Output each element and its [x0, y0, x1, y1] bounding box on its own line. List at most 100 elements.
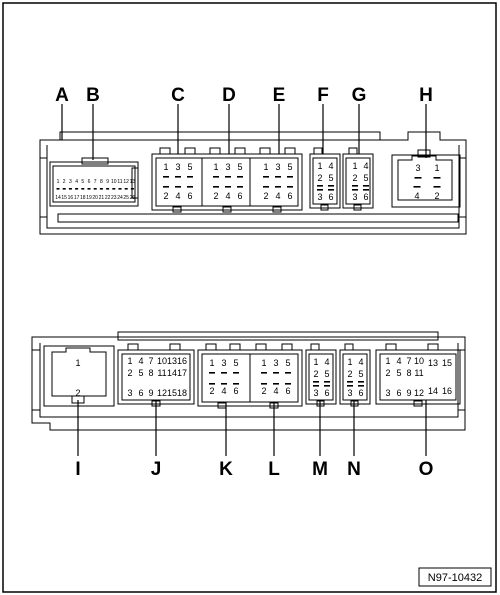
connector-c-pin-5: 5 — [187, 162, 192, 172]
connector-m-pin-4: 4 — [324, 357, 329, 367]
connector-m-pin-1: 1 — [313, 357, 318, 367]
top-control-unit — [39, 131, 467, 235]
pin-contact-mark — [413, 186, 421, 188]
connector-o-pin-14: 14 — [428, 386, 438, 396]
pin-contact-mark — [225, 176, 231, 178]
pin-contact-mark — [233, 383, 239, 385]
connector-e-pin-2: 2 — [263, 191, 268, 201]
connector-n-pin-4: 4 — [358, 357, 363, 367]
pin-contact-mark — [237, 176, 243, 178]
pin-contact-mark — [130, 188, 134, 190]
connector-e-pin-3: 3 — [275, 162, 280, 172]
connector-j-pin-5: 5 — [138, 368, 143, 378]
label-n: N — [347, 459, 361, 480]
connector-b-pin-13: 13 — [130, 179, 136, 185]
connector-b-pin-2: 2 — [63, 179, 66, 185]
connector-k-pin-3: 3 — [221, 358, 226, 368]
connector-c-pin-1: 1 — [163, 162, 168, 172]
connector-l-pin-5: 5 — [285, 358, 290, 368]
connector-f-pin-3: 3 — [317, 192, 322, 202]
pin-contact-mark — [433, 177, 441, 179]
label-a: A — [55, 85, 69, 106]
connector-o-pin-1: 1 — [385, 356, 390, 366]
connector-k-pin-5: 5 — [233, 358, 238, 368]
connector-k-pin-4: 4 — [221, 386, 226, 396]
bottom-control-unit — [31, 331, 466, 431]
pin-contact-mark — [209, 372, 215, 374]
connector-o-pin-15: 15 — [442, 358, 452, 368]
connector-m-pin-5: 5 — [324, 369, 329, 379]
pin-contact-mark — [225, 186, 231, 188]
connector-b-pin-8: 8 — [100, 179, 103, 185]
connector-f-pin-5: 5 — [328, 173, 333, 183]
connector-d-pin-3: 3 — [225, 162, 230, 172]
pin-contact-mark — [87, 188, 91, 190]
label-l: L — [268, 459, 280, 480]
connector-e-pin-5: 5 — [287, 162, 292, 172]
connector-f-pin-6: 6 — [328, 192, 333, 202]
connector-n-pin-5: 5 — [358, 369, 363, 379]
pin-contact-mark — [433, 186, 441, 188]
pin-contact-mark — [328, 189, 334, 191]
label-d: D — [222, 85, 236, 106]
connector-l-pin-4: 4 — [273, 386, 278, 396]
pin-contact-mark — [363, 189, 369, 191]
figure-ref-box — [418, 567, 492, 587]
connector-j-pin-13: 13 — [167, 356, 177, 366]
label-f: F — [317, 85, 329, 106]
pin-contact-mark — [213, 176, 219, 178]
pin-contact-mark — [175, 176, 181, 178]
connector-j-pin-10: 10 — [157, 356, 167, 366]
connector-k-pin-1: 1 — [209, 358, 214, 368]
connector-o-pin-6: 6 — [396, 388, 401, 398]
connector-m-pin-6: 6 — [324, 388, 329, 398]
connector-b-pin-12: 12 — [123, 179, 129, 185]
connector-b-pin-10: 10 — [111, 179, 117, 185]
connector-j-pin-14: 14 — [167, 368, 177, 378]
pin-contact-mark — [213, 186, 219, 188]
pin-contact-mark — [328, 185, 334, 187]
connector-g-pin-6: 6 — [363, 192, 368, 202]
pin-contact-mark — [317, 189, 323, 191]
connector-h-pin-4: 4 — [414, 191, 419, 201]
label-i: I — [75, 459, 80, 480]
connector-b-pin-1: 1 — [57, 179, 60, 185]
pin-contact-mark — [118, 188, 122, 190]
connector-m-pin-3: 3 — [313, 388, 318, 398]
pin-contact-mark — [124, 188, 128, 190]
connector-o-pin-16: 16 — [442, 386, 452, 396]
pin-contact-mark — [363, 185, 369, 187]
connector-d-pin-5: 5 — [237, 162, 242, 172]
connector-b-pin-15: 15 — [61, 195, 67, 201]
connector-b-pin-26: 26 — [130, 195, 136, 201]
connector-k-pin-2: 2 — [209, 386, 214, 396]
pin-contact-mark — [221, 372, 227, 374]
connector-b-pin-18: 18 — [80, 195, 86, 201]
connector-l-pin-2: 2 — [261, 386, 266, 396]
pin-contact-mark — [261, 372, 267, 374]
pin-contact-mark — [313, 381, 319, 383]
pin-contact-mark — [352, 185, 358, 187]
pin-contact-mark — [275, 176, 281, 178]
pin-contact-mark — [209, 383, 215, 385]
connector-b-pin-7: 7 — [94, 179, 97, 185]
connector-f-pin-4: 4 — [328, 161, 333, 171]
connector-o-pin-9: 9 — [406, 388, 411, 398]
pin-contact-mark — [163, 176, 169, 178]
connector-o-pin-5: 5 — [396, 368, 401, 378]
pin-contact-mark — [56, 188, 60, 190]
pin-contact-mark — [175, 186, 181, 188]
label-o: O — [419, 459, 434, 480]
connector-o-pin-11: 11 — [414, 368, 423, 378]
connector-j-pin-3: 3 — [127, 388, 132, 398]
pin-contact-mark — [233, 372, 239, 374]
connector-o-pin-2: 2 — [385, 368, 390, 378]
connector-j-pin-7: 7 — [148, 356, 153, 366]
connector-n-pin-2: 2 — [347, 369, 352, 379]
connector-b-pin-9: 9 — [106, 179, 109, 185]
connector-g-pin-5: 5 — [363, 173, 368, 183]
connector-h-pin-3: 3 — [415, 163, 420, 173]
pin-contact-mark — [347, 381, 353, 383]
pin-contact-mark — [285, 372, 291, 374]
connector-d-pin-4: 4 — [225, 191, 230, 201]
